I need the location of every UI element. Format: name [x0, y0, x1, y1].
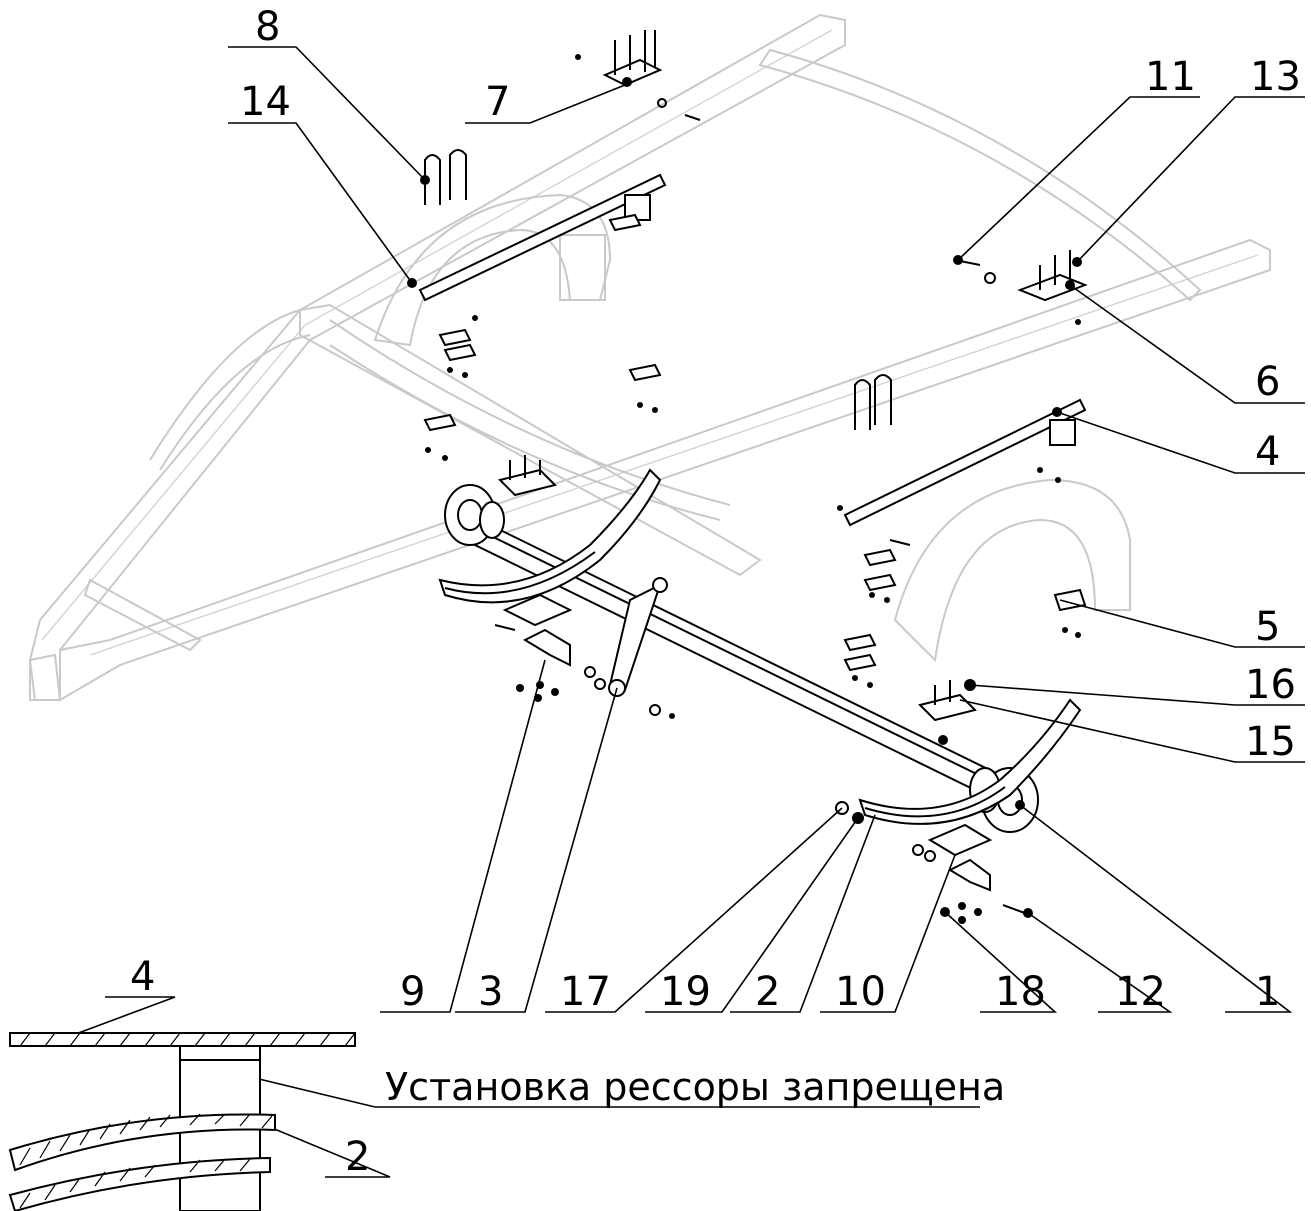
clamp-plate-right [1017, 250, 1088, 302]
spring-beam-left [418, 173, 667, 302]
callout-11: 11 [1145, 54, 1196, 100]
u-bolts-upper [424, 149, 467, 205]
pad-plate-left [502, 593, 573, 667]
leaf-spring-left [438, 468, 662, 604]
spring-hatch [19, 1113, 273, 1209]
callout-3: 3 [478, 969, 503, 1015]
callout-5: 5 [1255, 604, 1280, 650]
u-bolt-clamp-right [918, 679, 977, 722]
callout-labels: 8 14 7 11 13 6 4 5 16 15 9 3 17 19 2 10 … [130, 4, 1301, 1180]
callout-8: 8 [255, 4, 280, 50]
hub-left [444, 484, 505, 546]
callout-1: 1 [1255, 969, 1280, 1015]
callout-18: 18 [995, 969, 1046, 1015]
callout-19: 19 [660, 969, 711, 1015]
beam-hatch [19, 1032, 356, 1047]
leaf-spring-right [858, 698, 1082, 825]
fender-right [893, 478, 1131, 663]
callout-2-detail: 2 [345, 1134, 370, 1180]
callout-16: 16 [1245, 662, 1296, 708]
detail-view: Установка рессоры запрещена [8, 1032, 1005, 1211]
axle-beam [473, 523, 1002, 797]
u-bolt-clamp-left [498, 455, 557, 497]
callout-4-detail: 4 [130, 954, 155, 1000]
clamp-plate-top [602, 30, 663, 87]
small-plates [423, 213, 1087, 672]
callout-14: 14 [240, 79, 291, 125]
callout-7: 7 [485, 79, 510, 125]
spring-beam-right [843, 398, 1087, 527]
detail-note: Установка рессоры запрещена [385, 1065, 1005, 1109]
callout-15: 15 [1245, 719, 1296, 765]
trailer-frame [28, 13, 1271, 702]
callout-13: 13 [1250, 54, 1301, 100]
callout-9: 9 [400, 969, 425, 1015]
callout-4: 4 [1255, 429, 1280, 475]
callout-6: 6 [1255, 359, 1280, 405]
pad-plate-right [927, 823, 993, 892]
u-bolts-middle [854, 374, 892, 430]
callout-17: 17 [560, 969, 611, 1015]
callout-12: 12 [1115, 969, 1166, 1015]
fender-left [373, 193, 612, 347]
callout-10: 10 [835, 969, 886, 1015]
callout-2: 2 [755, 969, 780, 1015]
